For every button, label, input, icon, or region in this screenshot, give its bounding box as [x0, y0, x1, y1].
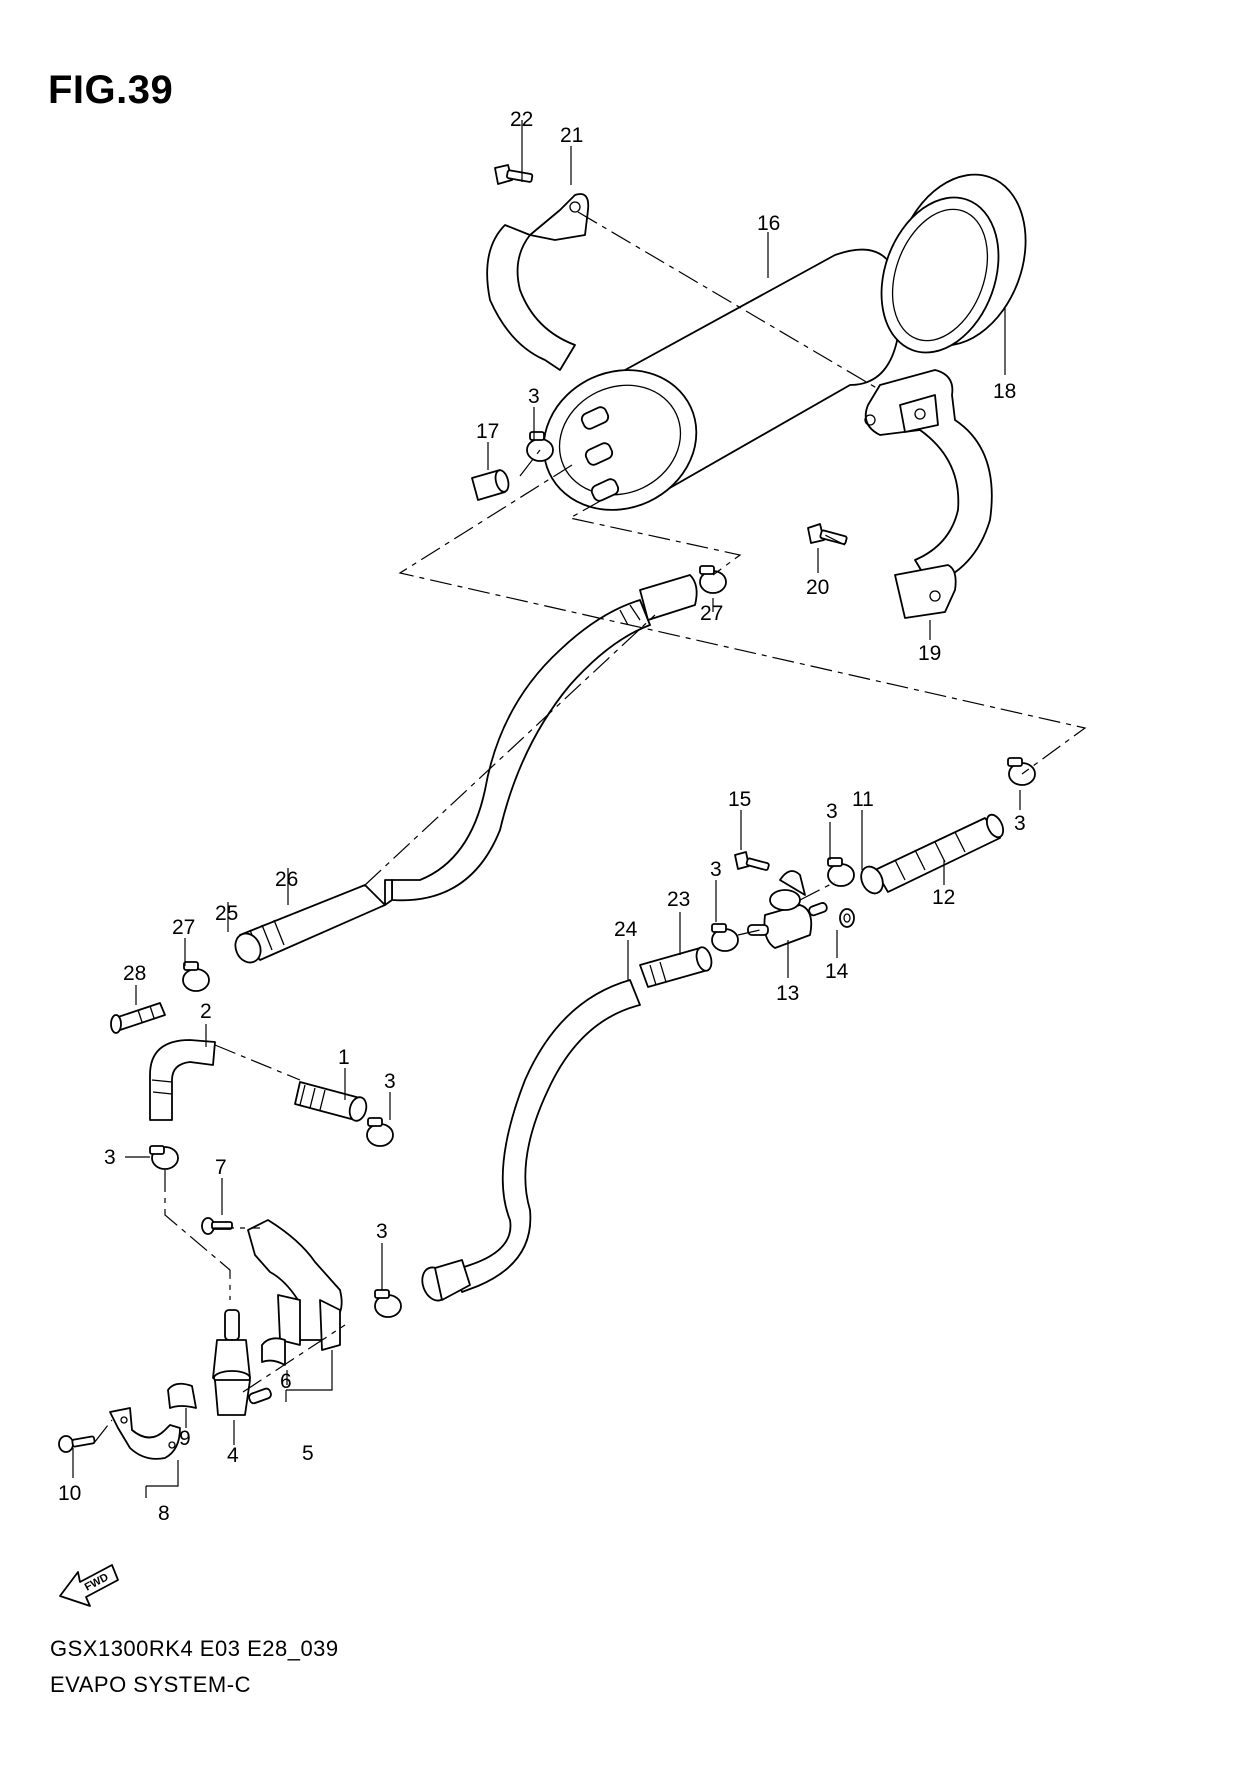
- callout-5: 5: [302, 1442, 314, 1465]
- figure-title: FIG.39: [48, 68, 174, 112]
- canister: [542, 248, 902, 511]
- hose-clamp-3-mid: [827, 857, 855, 887]
- screw-7: [201, 1217, 233, 1235]
- hose-12: [860, 813, 1005, 895]
- diagram-name: EVAPO SYSTEM-C: [50, 1672, 251, 1697]
- callout-20: 20: [806, 576, 829, 599]
- callout-2: 2: [200, 1000, 212, 1023]
- callout-25: 25: [215, 902, 238, 925]
- upper-canister-bracket: [486, 193, 590, 371]
- leader-lines: [72, 120, 1021, 1498]
- bolt-20: [807, 523, 848, 545]
- valve-13: [747, 870, 828, 949]
- callout-22: 22: [510, 108, 533, 131]
- callout-4: 4: [227, 1444, 239, 1467]
- hose-clamp-3-b: [149, 1145, 179, 1170]
- hose-2-elbow: [149, 1039, 216, 1121]
- hose-clamp-3-a: [366, 1117, 394, 1147]
- callout-7: 7: [215, 1156, 227, 1179]
- callout-11: 11: [852, 788, 874, 811]
- diagram-code: GSX1300RK4 E03 E28_039: [50, 1636, 339, 1661]
- hose-clamp-3-c: [374, 1289, 402, 1318]
- callout-13: 13: [776, 982, 799, 1005]
- callout-3: 3: [1014, 812, 1026, 835]
- callout-3: 3: [104, 1146, 116, 1169]
- callout-12: 12: [932, 886, 955, 909]
- callout-15: 15: [728, 788, 751, 811]
- callout-26: 26: [275, 868, 298, 891]
- callout-27: 27: [700, 602, 723, 625]
- valve-4: [212, 1309, 272, 1416]
- callout-27: 27: [172, 916, 195, 939]
- bracket-8: [109, 1407, 181, 1460]
- callout-21: 21: [560, 124, 583, 147]
- callout-6: 6: [280, 1370, 292, 1393]
- callout-23: 23: [667, 888, 690, 911]
- hose-1: [294, 1081, 368, 1122]
- forward-arrow-icon: FWD: [59, 1564, 119, 1607]
- callout-28: 28: [123, 962, 146, 985]
- clip-6: [261, 1337, 286, 1366]
- screw-10: [58, 1435, 96, 1453]
- callout-3: 3: [710, 858, 722, 881]
- lower-canister-bracket: [864, 369, 993, 619]
- canister-cushion: [880, 173, 1027, 354]
- hose-clamp-3-valve: [711, 923, 739, 952]
- callout-19: 19: [918, 642, 941, 665]
- callout-3: 3: [384, 1070, 396, 1093]
- callout-3: 3: [826, 800, 838, 823]
- hose-clamp-3-right: [1007, 757, 1036, 786]
- callout-14: 14: [825, 960, 849, 983]
- callout-16: 16: [757, 212, 780, 235]
- washer-14: [839, 908, 855, 928]
- hose-26: [234, 574, 698, 964]
- callout-9: 9: [179, 1427, 191, 1450]
- connector-28: [110, 1002, 166, 1034]
- callout-17: 17: [476, 420, 499, 443]
- callout-3: 3: [376, 1220, 388, 1243]
- callout-1: 1: [338, 1046, 350, 1069]
- bracket-5: [247, 1219, 343, 1351]
- hose-clamp-27-upper: [699, 565, 727, 594]
- hose-24: [421, 946, 713, 1302]
- clip-9: [167, 1382, 197, 1409]
- callout-8: 8: [158, 1502, 170, 1525]
- vent-cap-17: [471, 469, 510, 501]
- callout-3: 3: [528, 385, 540, 408]
- hose-clamp-27-lower: [182, 961, 210, 992]
- callout-10: 10: [58, 1482, 81, 1505]
- screw-15: [734, 851, 770, 871]
- callout-24: 24: [614, 918, 638, 941]
- bolt-22: [494, 164, 534, 185]
- callout-18: 18: [993, 380, 1016, 403]
